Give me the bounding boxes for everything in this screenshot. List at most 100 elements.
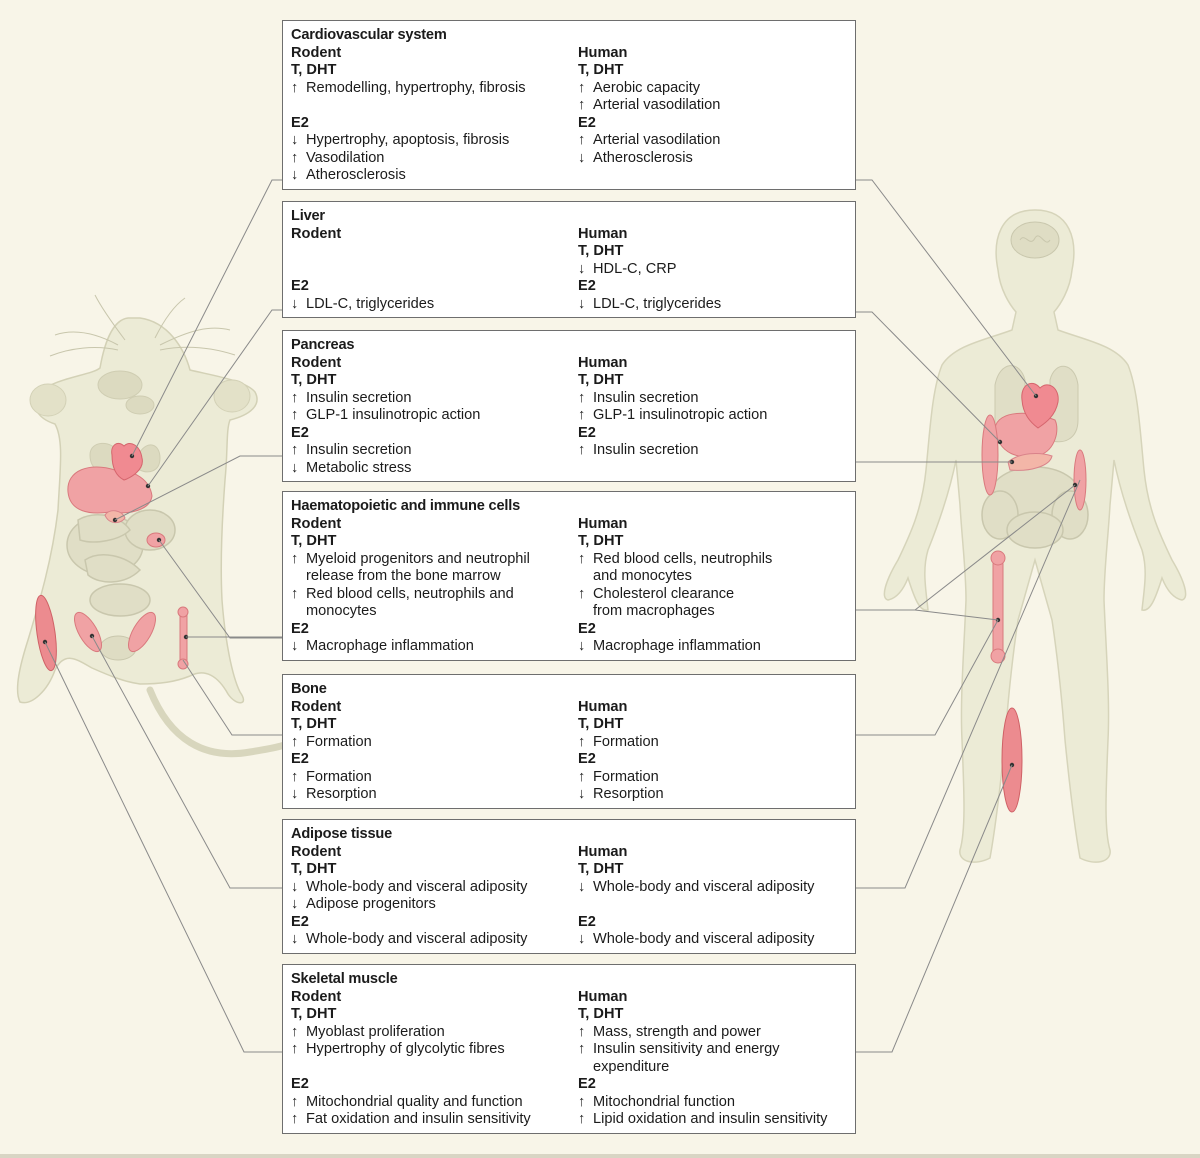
effect-arrow: ↑ xyxy=(291,442,299,458)
effect-arrow: ↑ xyxy=(578,132,586,148)
effect-text: Arterial vasodilation xyxy=(593,97,721,113)
rodent-effect-line: ↑Insulin secretion xyxy=(291,390,578,408)
rodent-hormone-label: E2 xyxy=(291,278,309,294)
human-hormone-label: T, DHT xyxy=(578,243,624,259)
human-effect-line: ↑Insulin secretion xyxy=(578,442,847,460)
bottom-rule xyxy=(0,1154,1200,1158)
rodent-hormone-label: E2 xyxy=(291,913,309,930)
human-hormone-label: T, DHT xyxy=(578,1006,624,1022)
human-hormone-label: E2 xyxy=(578,913,596,930)
effect-arrow: ↑ xyxy=(578,1111,586,1127)
rodent-header: Rodent xyxy=(291,44,342,61)
effect-arrow: ↑ xyxy=(578,1041,586,1057)
panel-columns: Rodent T, DHT↑Myeloid progenitors and neu… xyxy=(291,516,847,656)
effect-arrow: ↓ xyxy=(578,878,586,895)
human-header: Human xyxy=(578,988,628,1005)
human-hormone-label: T, DHT xyxy=(578,372,624,388)
rodent-effect-line: ↓ Resorption xyxy=(291,786,578,804)
panel-title: Liver xyxy=(291,208,325,224)
human-effect-line: ↓ Whole-body and visceral adiposity xyxy=(578,931,847,949)
rodent-effect-line: ↓Macrophage inflammation xyxy=(291,638,578,656)
effect-text: Mitochondrial quality and function xyxy=(306,1093,523,1110)
effect-arrow: ↓ xyxy=(578,931,586,947)
effect-text: Red blood cells, neutrophils and monocyt… xyxy=(593,550,773,585)
effect-text: Whole-body and visceral adiposity xyxy=(306,878,528,895)
human-hormone-label: E2 xyxy=(578,751,596,767)
effect-arrow: ↑ xyxy=(578,407,586,423)
rodent-effect-line: ↑Red blood cells, neutrophils and monocy… xyxy=(291,586,578,621)
effect-arrow: ↑ xyxy=(578,550,586,567)
leader-lines xyxy=(44,179,1081,1053)
rodent-effect-line: ↓Atherosclerosis xyxy=(291,167,578,185)
panel-title: Pancreas xyxy=(291,337,355,353)
rodent-effect-line: ↓ Adipose progenitors xyxy=(291,896,578,914)
effect-arrow: ↑ xyxy=(291,389,299,406)
rodent-effect-line: ↑Vasodilation xyxy=(291,150,578,168)
effect-text: Fat oxidation and insulin sensitivity xyxy=(306,1111,531,1127)
rodent-effect-line: ↑Mitochondrial quality and function xyxy=(291,1094,578,1112)
effect-arrow: ↑ xyxy=(578,389,586,406)
effect-text: Formation xyxy=(593,733,659,750)
effect-arrow: ↑ xyxy=(578,79,586,96)
human-header: Human xyxy=(578,843,628,860)
human-effect-line: ↓Resorption xyxy=(578,786,847,804)
rodent-hormone-label: T, DHT xyxy=(291,716,337,732)
effect-arrow: ↑ xyxy=(291,585,299,602)
human-hormone-label: T, DHT xyxy=(578,533,624,549)
effect-arrow: ↑ xyxy=(578,97,586,113)
effect-arrow: ↑ xyxy=(578,733,586,750)
rodent-hormone-label: T, DHT xyxy=(291,62,337,78)
effect-arrow: ↓ xyxy=(291,896,299,912)
human-header: Human xyxy=(578,354,628,371)
effect-text: Insulin sensitivity and energy expenditu… xyxy=(593,1041,780,1075)
panel-title: Cardiovascular system xyxy=(291,27,447,43)
effect-text: Insulin secretion xyxy=(306,442,412,458)
human-effect-line: ↑ Arterial vasodilation xyxy=(578,132,847,150)
effect-text: HDL-C, CRP xyxy=(593,260,677,277)
effect-text: LDL-C, triglycerides xyxy=(593,295,722,312)
effect-arrow: ↑ xyxy=(291,79,299,96)
effect-arrow: ↑ xyxy=(578,768,586,785)
effect-text: Hypertrophy of glycolytic fibres xyxy=(306,1041,505,1057)
rodent-hormone-label: E2 xyxy=(291,424,309,441)
human-effect-line: ↓Macrophage inflammation xyxy=(578,638,847,656)
effect-text: Insulin secretion xyxy=(593,442,699,458)
rodent-header: Rodent xyxy=(291,515,342,532)
human-header: Human xyxy=(578,225,628,242)
effect-text: Whole-body and visceral adiposity xyxy=(593,931,815,947)
human-hormone-label: T, DHT xyxy=(578,861,624,877)
human-effect-line: ↑Cholesterol clearance from macrophages xyxy=(578,586,847,621)
spacer xyxy=(578,896,847,914)
effect-arrow: ↓ xyxy=(291,786,299,802)
rodent-hormone-label: E2 xyxy=(291,751,309,767)
rodent-header: Rodent xyxy=(291,354,342,371)
human-effect-line: ↑GLP-1 insulinotropic action xyxy=(578,407,847,425)
effect-arrow: ↓ xyxy=(291,132,299,148)
effect-text: Adipose progenitors xyxy=(306,896,436,912)
effect-text: Resorption xyxy=(593,786,664,802)
rodent-header: Rodent xyxy=(291,225,342,242)
rodent-effect-line: ↓LDL-C, triglycerides xyxy=(291,296,578,314)
human-header: Human xyxy=(578,44,628,61)
human-header: Human xyxy=(578,515,628,532)
human-effect-line: ↑ Insulin sensitivity and energy expendit… xyxy=(578,1041,847,1076)
rodent-hormone-label: E2 xyxy=(291,620,309,637)
effect-text: Arterial vasodilation xyxy=(593,132,721,148)
effect-text: Resorption xyxy=(306,786,377,802)
effect-text: Formation xyxy=(593,768,659,785)
rodent-hormone-label: T, DHT xyxy=(291,861,337,877)
rodent-hormone-label xyxy=(291,243,578,261)
rodent-effect-line: ↑Myeloid progenitors and neutrophil rele… xyxy=(291,551,578,586)
